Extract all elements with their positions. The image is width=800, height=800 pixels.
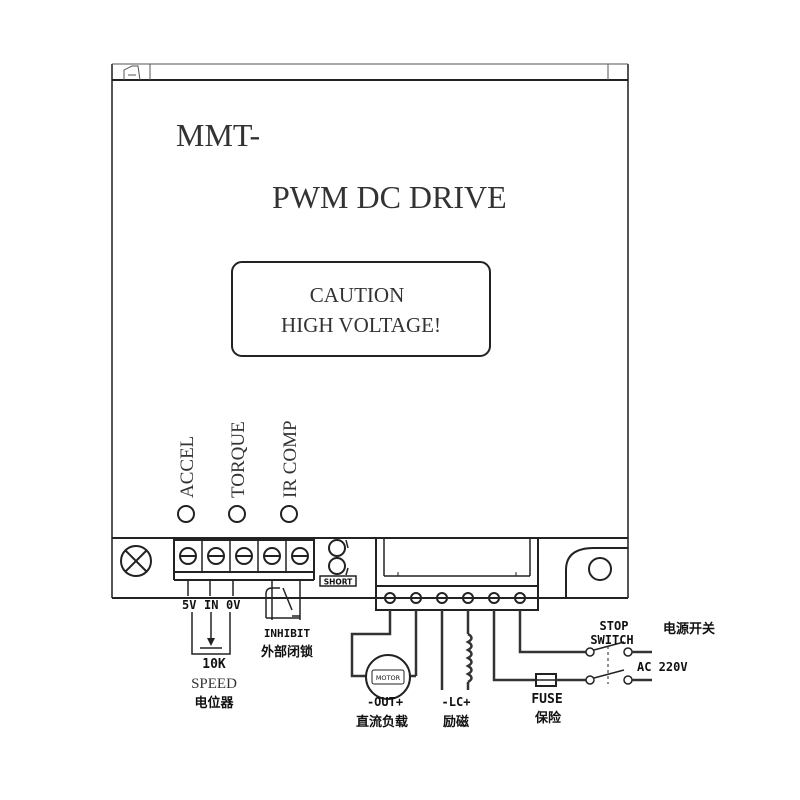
torque-label: TORQUE (228, 421, 249, 498)
model-label: MMT- (176, 117, 260, 153)
inhibit-switch: INHIBIT 外部闭锁 (260, 587, 313, 660)
motor-terminals-label: -OUT+ (367, 695, 403, 709)
power-screw-out-minus-icon[interactable] (384, 592, 396, 604)
power-screw-ac-b-icon[interactable] (514, 592, 526, 604)
terminal-screw-inhibit-b-icon[interactable] (291, 547, 309, 565)
fuse-label: FUSE (531, 692, 562, 707)
ac-input-wiring: FUSE 保险 STOP SWITCH 电源开关 AC 220V (492, 610, 715, 726)
ir-comp-label: IR COMP (280, 420, 301, 498)
trim-pot-torque[interactable]: TORQUE (228, 421, 249, 523)
terminal-screw-5v-icon[interactable] (179, 547, 197, 565)
terminal-screw-inhibit-a-icon[interactable] (263, 547, 281, 565)
stop-switch-cn-label: 电源开关 (663, 621, 715, 637)
ac-input-label: AC 220V (637, 660, 688, 674)
power-screw-lc-plus-icon[interactable] (462, 592, 474, 604)
drive-housing (111, 63, 629, 599)
terminal-screw-0v-icon[interactable] (235, 547, 253, 565)
fuse-icon (535, 673, 557, 687)
field-winding: -LC+ 励磁 (440, 610, 473, 730)
motor-cn-label: 直流负载 (356, 714, 408, 730)
motor-text: MOTOR (376, 674, 401, 682)
accel-label: ACCEL (177, 436, 198, 498)
terminal-screw-in-icon[interactable] (207, 547, 225, 565)
drive-title: PWM DC DRIVE (272, 179, 507, 215)
pin-5v-label: 5V (182, 598, 196, 612)
pin-0v-label: 0V (226, 598, 240, 612)
speed-pot-value: 10K (202, 657, 226, 672)
control-wiring: 5V IN 0V (182, 580, 301, 620)
caution-label: CAUTION (310, 283, 405, 307)
fuse-cn-label: 保险 (534, 710, 562, 726)
stop-switch-icon (585, 640, 633, 685)
trim-pot-accel[interactable]: ACCEL (177, 436, 198, 523)
stop-label: STOP (600, 619, 629, 633)
field-cn-label: 励磁 (443, 714, 469, 730)
caution-box: CAUTION HIGH VOLTAGE! (231, 261, 491, 357)
power-screw-lc-minus-icon[interactable] (436, 592, 448, 604)
inhibit-label: INHIBIT (264, 627, 311, 640)
control-terminal-strip (173, 539, 315, 581)
short-label: SHORT (324, 578, 353, 587)
trim-pot-ir-comp[interactable]: IR COMP (280, 420, 301, 523)
short-jumper[interactable]: SHORT (319, 539, 357, 587)
motor-icon: MOTOR (365, 654, 411, 700)
power-screw-ac-a-icon[interactable] (488, 592, 500, 604)
speed-pot-cn-label: 电位器 (194, 695, 234, 711)
motor-output: MOTOR -OUT+ 直流负载 (350, 610, 418, 730)
power-terminal-block (375, 537, 539, 611)
pin-in-label: IN (204, 598, 218, 612)
switch-label: SWITCH (590, 633, 633, 647)
high-voltage-label: HIGH VOLTAGE! (281, 313, 441, 337)
field-terminals-label: -LC+ (442, 695, 471, 709)
power-screw-out-plus-icon[interactable] (410, 592, 422, 604)
speed-potentiometer: 10K SPEED 电位器 (191, 612, 237, 711)
inhibit-cn-label: 外部闭锁 (260, 644, 313, 660)
mounting-slot-icon (565, 547, 628, 598)
speed-label: SPEED (191, 676, 237, 692)
mounting-screw-icon (120, 545, 152, 577)
